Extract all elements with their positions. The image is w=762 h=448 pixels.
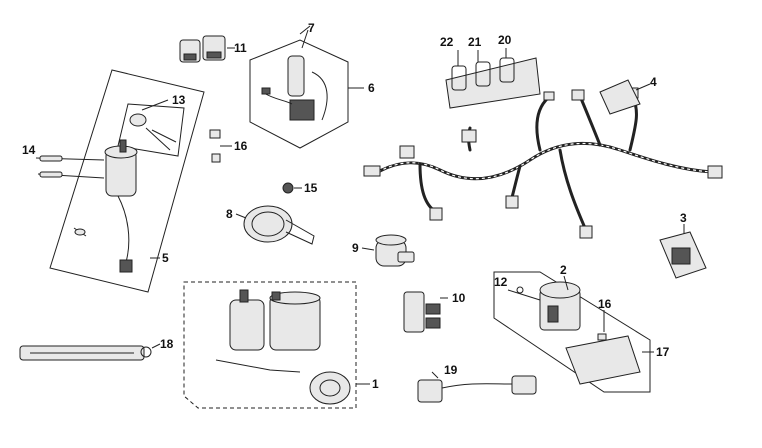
callout-11: 11 <box>234 41 247 55</box>
callout-8: 8 <box>226 207 233 221</box>
callout-3: 3 <box>680 211 687 225</box>
callout-1: 1 <box>372 377 379 391</box>
connector-block-parts-20-22 <box>445 48 541 109</box>
callout-2: 2 <box>560 263 567 277</box>
bolt-part-16-upper <box>209 129 232 163</box>
callout-10: 10 <box>452 291 466 305</box>
callout-17: 17 <box>656 345 670 359</box>
horn-part-8 <box>235 205 315 245</box>
sensor-part-9 <box>361 234 415 267</box>
callout-18: 18 <box>160 337 174 351</box>
callout-16-upper: 16 <box>234 139 248 153</box>
callout-15: 15 <box>304 181 318 195</box>
module-part-3 <box>659 224 707 279</box>
callout-16-lower: 16 <box>598 297 612 311</box>
callout-9: 9 <box>352 241 359 255</box>
callout-21: 21 <box>468 35 482 49</box>
ignition-switch-part-5 <box>35 69 205 293</box>
connector-part-10 <box>403 291 448 333</box>
callout-19: 19 <box>444 363 458 377</box>
callout-14: 14 <box>22 143 36 157</box>
callout-22: 22 <box>440 35 454 49</box>
relay-part-11 <box>179 35 235 63</box>
wiring-harness-part-4 <box>363 79 723 239</box>
callout-5: 5 <box>162 251 169 265</box>
ignition-coil-part-2 <box>493 271 654 393</box>
grommet-part-15 <box>282 182 302 194</box>
callout-20: 20 <box>498 33 512 47</box>
callout-12: 12 <box>494 275 508 289</box>
strap-part-18 <box>19 343 161 361</box>
callout-6: 6 <box>368 81 375 95</box>
cable-part-19 <box>417 371 537 403</box>
callout-4: 4 <box>650 75 657 89</box>
callout-13: 13 <box>172 93 186 107</box>
starter-relay-part-6 <box>249 25 364 149</box>
fuel-pump-assembly-part-1 <box>183 281 370 409</box>
callout-7: 7 <box>308 21 315 35</box>
